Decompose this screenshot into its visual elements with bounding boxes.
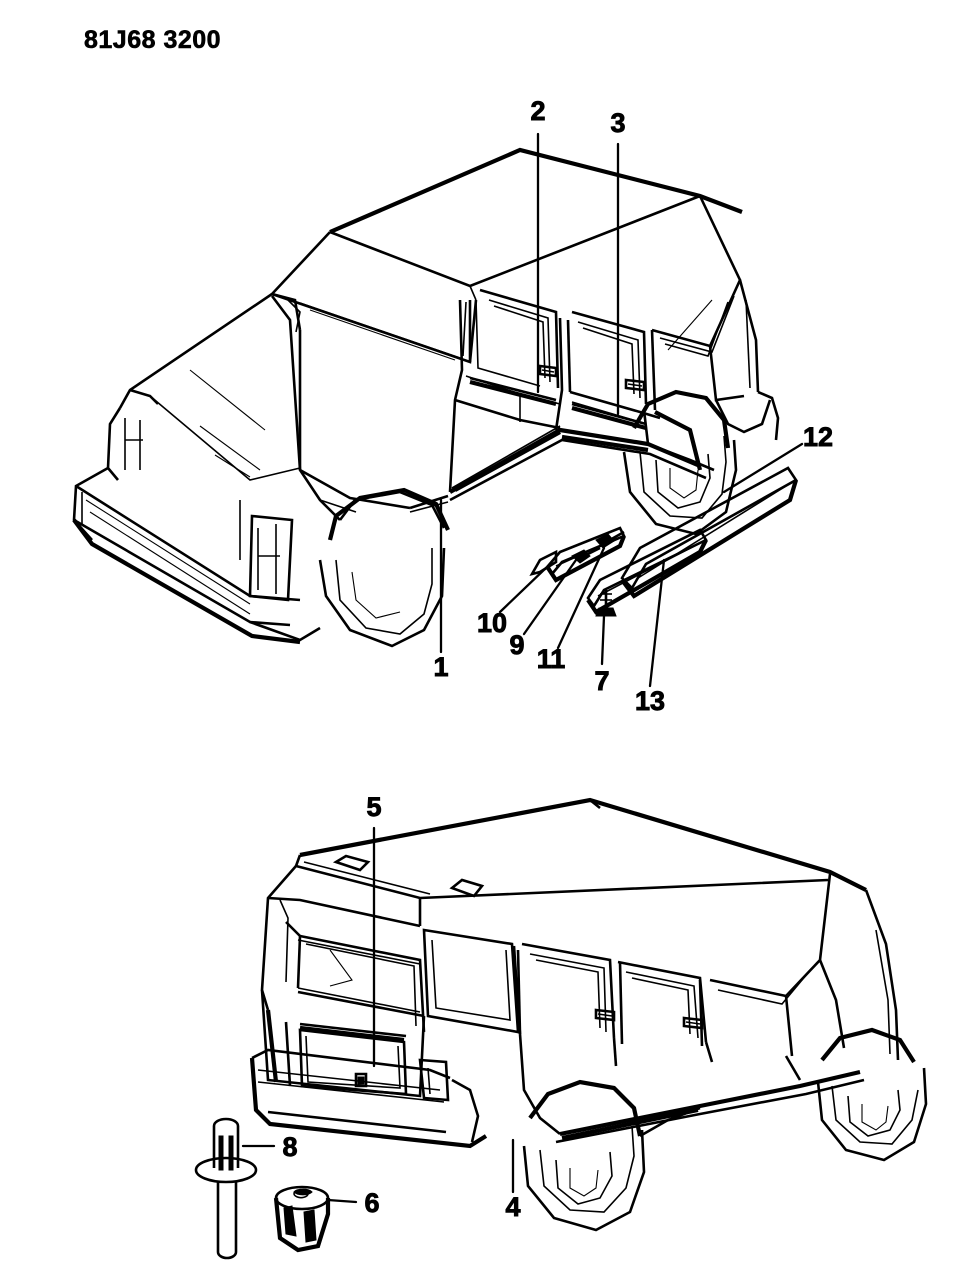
- callout-13: 13: [635, 686, 665, 716]
- leader-11: [556, 546, 606, 650]
- callout-11: 11: [537, 644, 566, 674]
- lower-leaders: [241, 826, 515, 1204]
- upper-vehicle-drawing: [72, 147, 799, 648]
- callout-10: 10: [477, 608, 507, 638]
- callout-9: 9: [509, 630, 524, 660]
- leader-13: [648, 558, 666, 688]
- callout-8: 8: [282, 1132, 297, 1162]
- fastener-8: [194, 1117, 258, 1260]
- callout-12: 12: [803, 422, 833, 452]
- leader-10: [498, 564, 550, 614]
- leader-9: [522, 558, 578, 636]
- callout-5: 5: [366, 792, 381, 822]
- callout-2: 2: [530, 96, 545, 126]
- lower-vehicle-drawing: [194, 797, 928, 1260]
- callout-6: 6: [364, 1188, 379, 1218]
- callout-7: 7: [594, 666, 609, 696]
- callout-4: 4: [505, 1192, 520, 1222]
- callout-1: 1: [433, 652, 448, 682]
- leader-7: [600, 614, 606, 666]
- screw-7: [595, 590, 617, 617]
- screw-11: [595, 530, 625, 549]
- leader-6: [326, 1198, 358, 1204]
- leader-12: [722, 442, 804, 494]
- fastener-6: [273, 1185, 331, 1253]
- callout-3: 3: [610, 108, 625, 138]
- upper-leaders: [439, 132, 804, 688]
- part-number-label: 81J68 3200: [84, 26, 222, 55]
